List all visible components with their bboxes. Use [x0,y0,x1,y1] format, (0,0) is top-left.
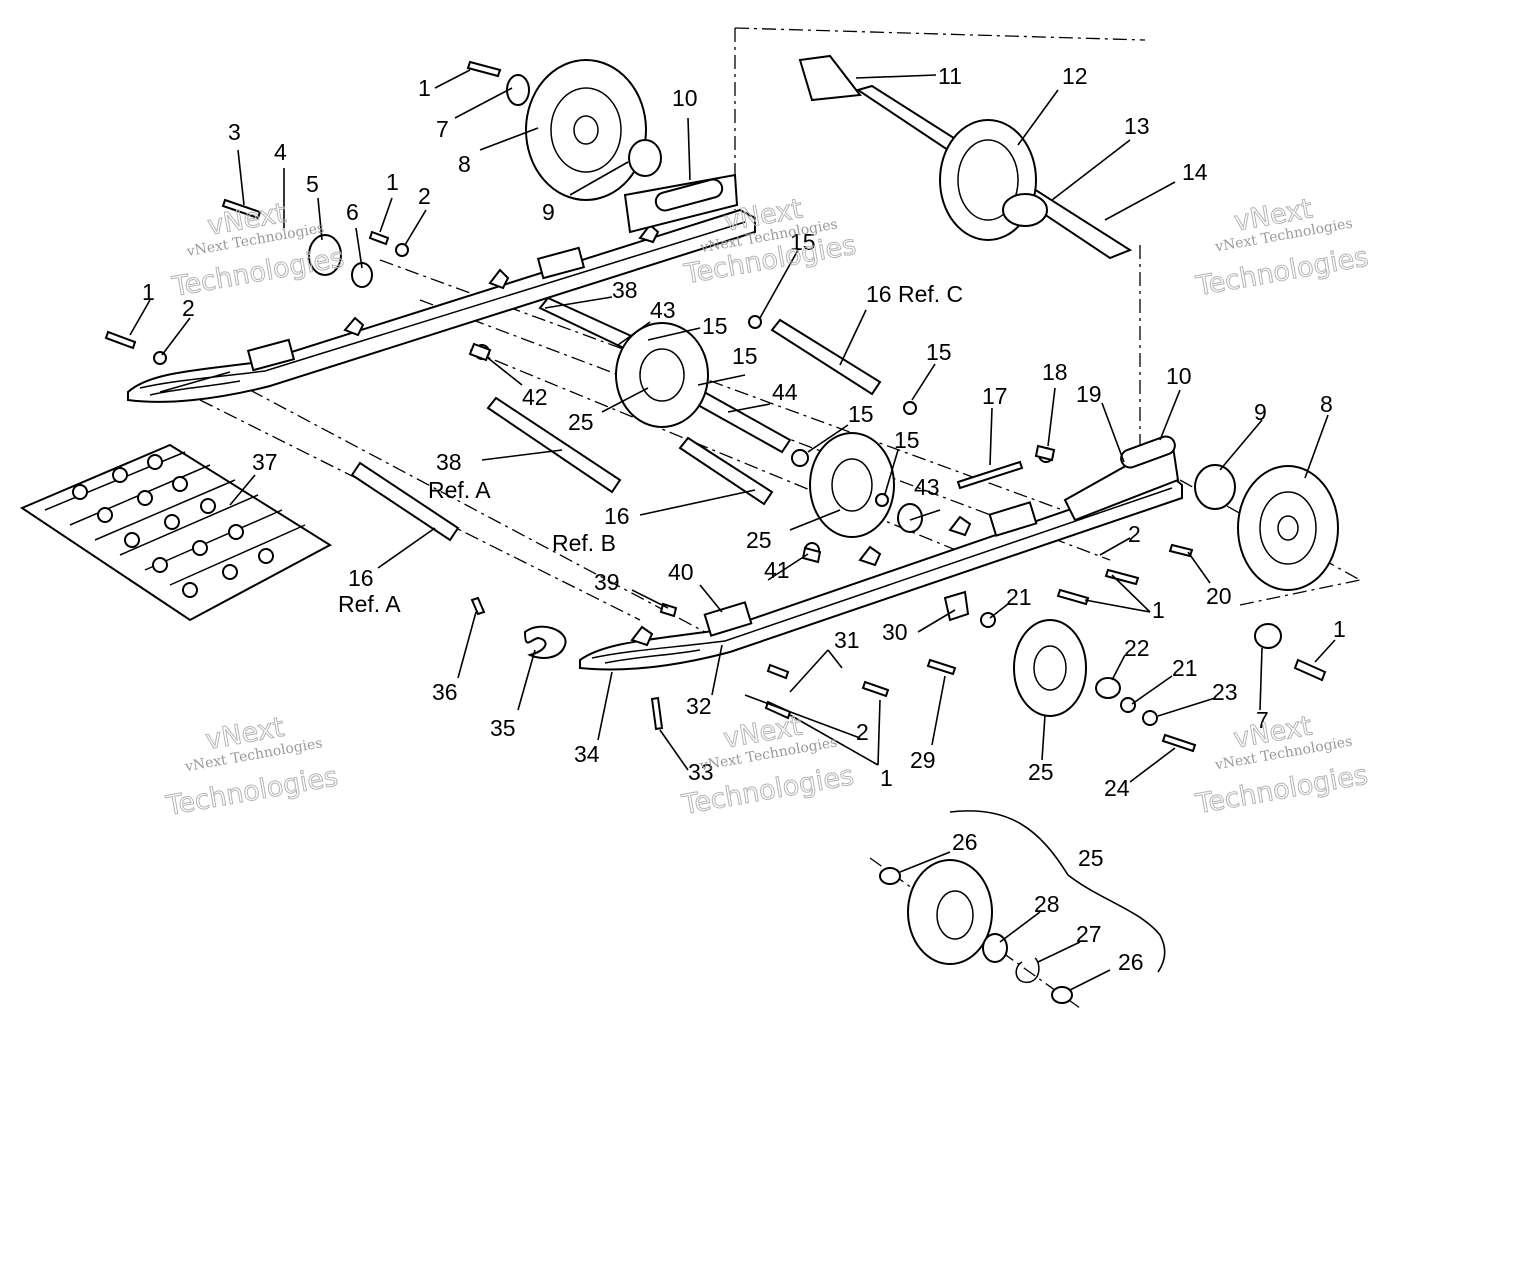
callout-label: 10 [672,85,698,111]
callout-label: 7 [1256,707,1269,733]
callout-label: 39 [594,569,620,595]
callout-label: 16 Ref. C [866,281,963,307]
callout-label: 15 [848,401,874,427]
callout-label: 34 [574,741,600,767]
callout-label: 15 [894,427,920,453]
callout-label: 2 [856,719,869,745]
callout-label: 36 [432,679,458,705]
callout-label: 24 [1104,775,1130,801]
callout-label: 11 [938,63,962,89]
callout-label: 21 [1006,584,1032,610]
callout-label: 19 [1076,381,1102,407]
callout-label: 27 [1076,921,1102,947]
callout-label: 16 [348,565,374,591]
callout-label: 28 [1034,891,1060,917]
track-section [19,443,332,622]
callout-label: 26 [1118,949,1144,975]
callout-label: 26 [952,829,978,855]
callout-label: 5 [306,171,319,197]
callout-label: Ref. A [338,591,401,617]
callout-label: 23 [1212,679,1238,705]
callout-label: 15 [926,339,952,365]
callout-label: 41 [764,557,790,583]
callout-label: 42 [522,384,548,410]
callout-label: Ref. B [552,530,616,556]
callout-label: 32 [686,693,712,719]
detail-bracket [949,810,1166,973]
callout-label: 20 [1206,583,1232,609]
callout-label: 2 [182,295,195,321]
callout-label: 3 [228,119,241,145]
callout-label: 35 [490,715,516,741]
callout-label: 30 [882,619,908,645]
callout-label: 25 [1028,759,1054,785]
callout-label: 7 [436,116,449,142]
callout-label: 2 [418,183,431,209]
callout-label: 37 [252,449,278,475]
callout-label: 1 [418,75,431,101]
callout-label: 8 [1320,391,1333,417]
callout-label: 40 [668,559,694,585]
callout-label: 15 [790,229,816,255]
callout-label: 16 [604,503,630,529]
callout-label: 38 [612,277,638,303]
callout-label: 25 [568,409,594,435]
callout-label: 43 [914,474,940,500]
callout-label: 33 [688,759,714,785]
callout-label: 22 [1124,635,1150,661]
callout-label: 2 [1128,521,1141,547]
callout-label: 1 [142,279,155,305]
callout-label: 17 [982,383,1008,409]
callout-label: 9 [542,199,555,225]
callout-label: 25 [1078,845,1104,871]
callout-labels: 1 7 8 10 9 3 4 5 6 1 2 11 12 13 14 15 1 … [142,63,1346,975]
callout-label: 1 [386,169,399,195]
callout-label: 1 [1152,597,1165,623]
callout-label: 6 [346,199,359,225]
callout-label: 29 [910,747,936,773]
callout-label: 1 [1333,616,1346,642]
callout-label: 31 [834,627,860,653]
callout-label: 1 [880,765,893,791]
callout-label: 44 [772,379,798,405]
callout-label: Ref. A [428,477,491,503]
callout-label: 25 [746,527,772,553]
callout-label: 15 [702,313,728,339]
callout-label: 12 [1062,63,1088,89]
callout-label: 8 [458,151,471,177]
left-slide-rail [127,173,756,403]
callout-label: 21 [1172,655,1198,681]
callout-label: 4 [274,139,287,165]
right-slide-rail [579,435,1183,671]
callout-label: 14 [1182,159,1208,185]
callout-label: 9 [1254,399,1267,425]
callout-label: 13 [1124,113,1150,139]
callout-label: 18 [1042,359,1068,385]
callout-label: 10 [1166,363,1192,389]
leader-lines [129,69,1336,991]
callout-label: 38 [436,449,462,475]
callout-label: 43 [650,297,676,323]
callout-label: 15 [732,343,758,369]
wheels [153,59,1339,1004]
bolts [104,60,1327,753]
